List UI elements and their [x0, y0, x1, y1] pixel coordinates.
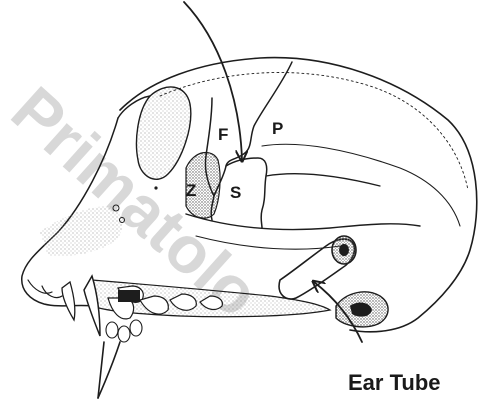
sutures: [205, 62, 380, 228]
lower-canine: [62, 282, 75, 320]
ear-tube-hole: [339, 244, 349, 256]
foramen-3: [154, 186, 157, 189]
incisor-1: [28, 280, 52, 293]
label-sphenoid: S: [230, 183, 241, 202]
label-parietal: P: [272, 119, 283, 138]
squamosal-suture: [266, 174, 380, 186]
temporal-line: [262, 144, 460, 226]
label-frontal: F: [218, 125, 228, 144]
label-ear-tube: Ear Tube: [348, 370, 441, 395]
lower-tooth-1: [106, 322, 118, 338]
lower-tooth-3: [130, 320, 142, 336]
occipital-region: [336, 292, 388, 327]
maxilla-shading: [40, 206, 123, 256]
dark-tooth-gap: [118, 290, 140, 302]
ear-tube: [279, 236, 356, 299]
suture-pointer-arrow: [184, 2, 242, 160]
label-zygomatic: Z: [186, 181, 196, 200]
lower-tooth-2: [118, 326, 130, 342]
orbit-shape: [137, 87, 191, 179]
